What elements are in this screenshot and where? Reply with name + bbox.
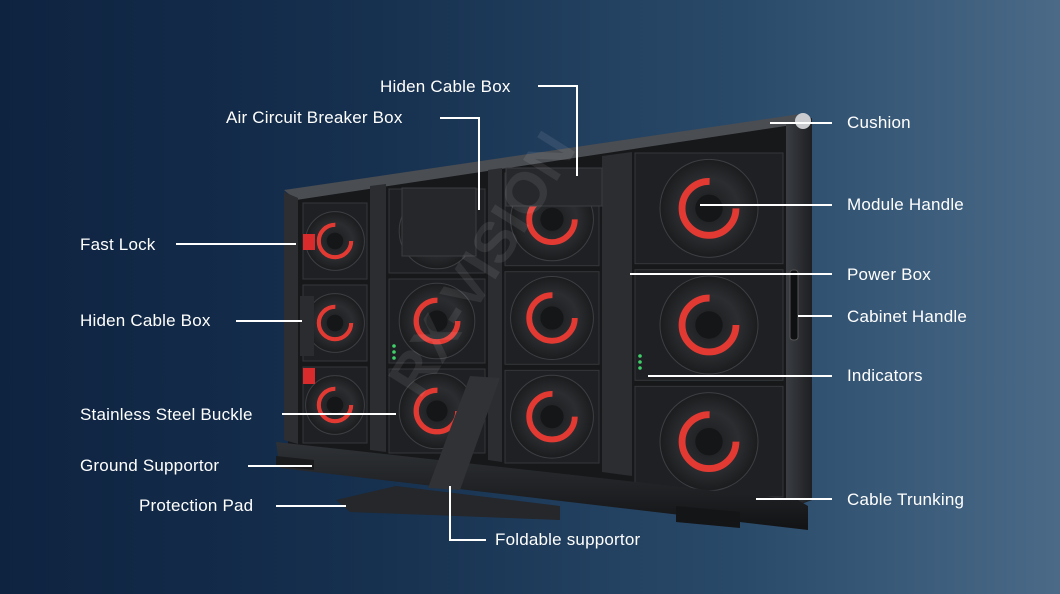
fan-hub: [426, 400, 448, 422]
hidden-cable-box-top: [505, 167, 603, 207]
fan-ring: [526, 390, 578, 443]
leader-air-circuit-breaker: [440, 117, 480, 210]
label-foldable-supportor: Foldable supportor: [495, 530, 641, 549]
cabinet-right-frame: [786, 118, 812, 508]
label-ground-supportor: Ground Supportor: [80, 456, 220, 475]
label-fast-lock: Fast Lock: [80, 235, 156, 254]
protection-pad: [336, 486, 560, 520]
leader-hidden-cable-box-top: [538, 85, 578, 176]
cushion: [795, 113, 811, 129]
label-cable-trunking: Cable Trunking: [847, 490, 965, 509]
indicator-leds: [392, 344, 642, 370]
hidden-cable-box-left: [300, 296, 314, 356]
label-hidden-cable-box-top: Hiden Cable Box: [380, 77, 511, 96]
fast-lock-2: [303, 368, 315, 384]
fan-hub: [540, 405, 564, 429]
ground-foot-right: [676, 506, 740, 528]
fan-ring: [526, 292, 578, 344]
label-stainless-steel-buckle: Stainless Steel Buckle: [80, 405, 253, 424]
fan-ring: [316, 386, 354, 424]
fan-ring: [316, 222, 354, 260]
fast-lock-1: [303, 234, 315, 250]
fan-hub: [540, 306, 564, 330]
label-air-circuit-breaker-box: Air Circuit Breaker Box: [226, 108, 403, 127]
fan-ring: [316, 304, 354, 342]
fan-ring: [678, 177, 740, 239]
fan-hub: [426, 310, 448, 332]
label-cushion: Cushion: [847, 113, 911, 132]
fan-ring: [413, 297, 461, 345]
label-module-handle: Module Handle: [847, 195, 964, 214]
cabinet-top-frame: [284, 114, 812, 200]
fan-hub: [695, 427, 723, 456]
fan-hub: [540, 207, 564, 231]
fan-hub: [326, 232, 344, 250]
cabinet-handle: [789, 269, 799, 341]
label-hidden-cable-box-left: Hiden Cable Box: [80, 311, 211, 330]
fan-ring: [678, 411, 740, 473]
label-power-box: Power Box: [847, 265, 932, 284]
label-cabinet-handle: Cabinet Handle: [847, 307, 967, 326]
fan-ring: [678, 294, 740, 356]
fan-hub: [326, 314, 344, 332]
cable-trunking: [276, 442, 808, 530]
cabinet-left-frame: [284, 192, 298, 444]
label-protection-pad: Protection Pad: [139, 496, 254, 515]
label-indicators: Indicators: [847, 366, 923, 385]
fan-hub: [326, 396, 344, 414]
foldable-supportor: [428, 376, 500, 490]
leader-foldable-supportor: [449, 486, 486, 541]
air-circuit-breaker-box: [401, 187, 477, 257]
fan-hub: [695, 194, 723, 223]
fan-hub: [695, 311, 723, 339]
